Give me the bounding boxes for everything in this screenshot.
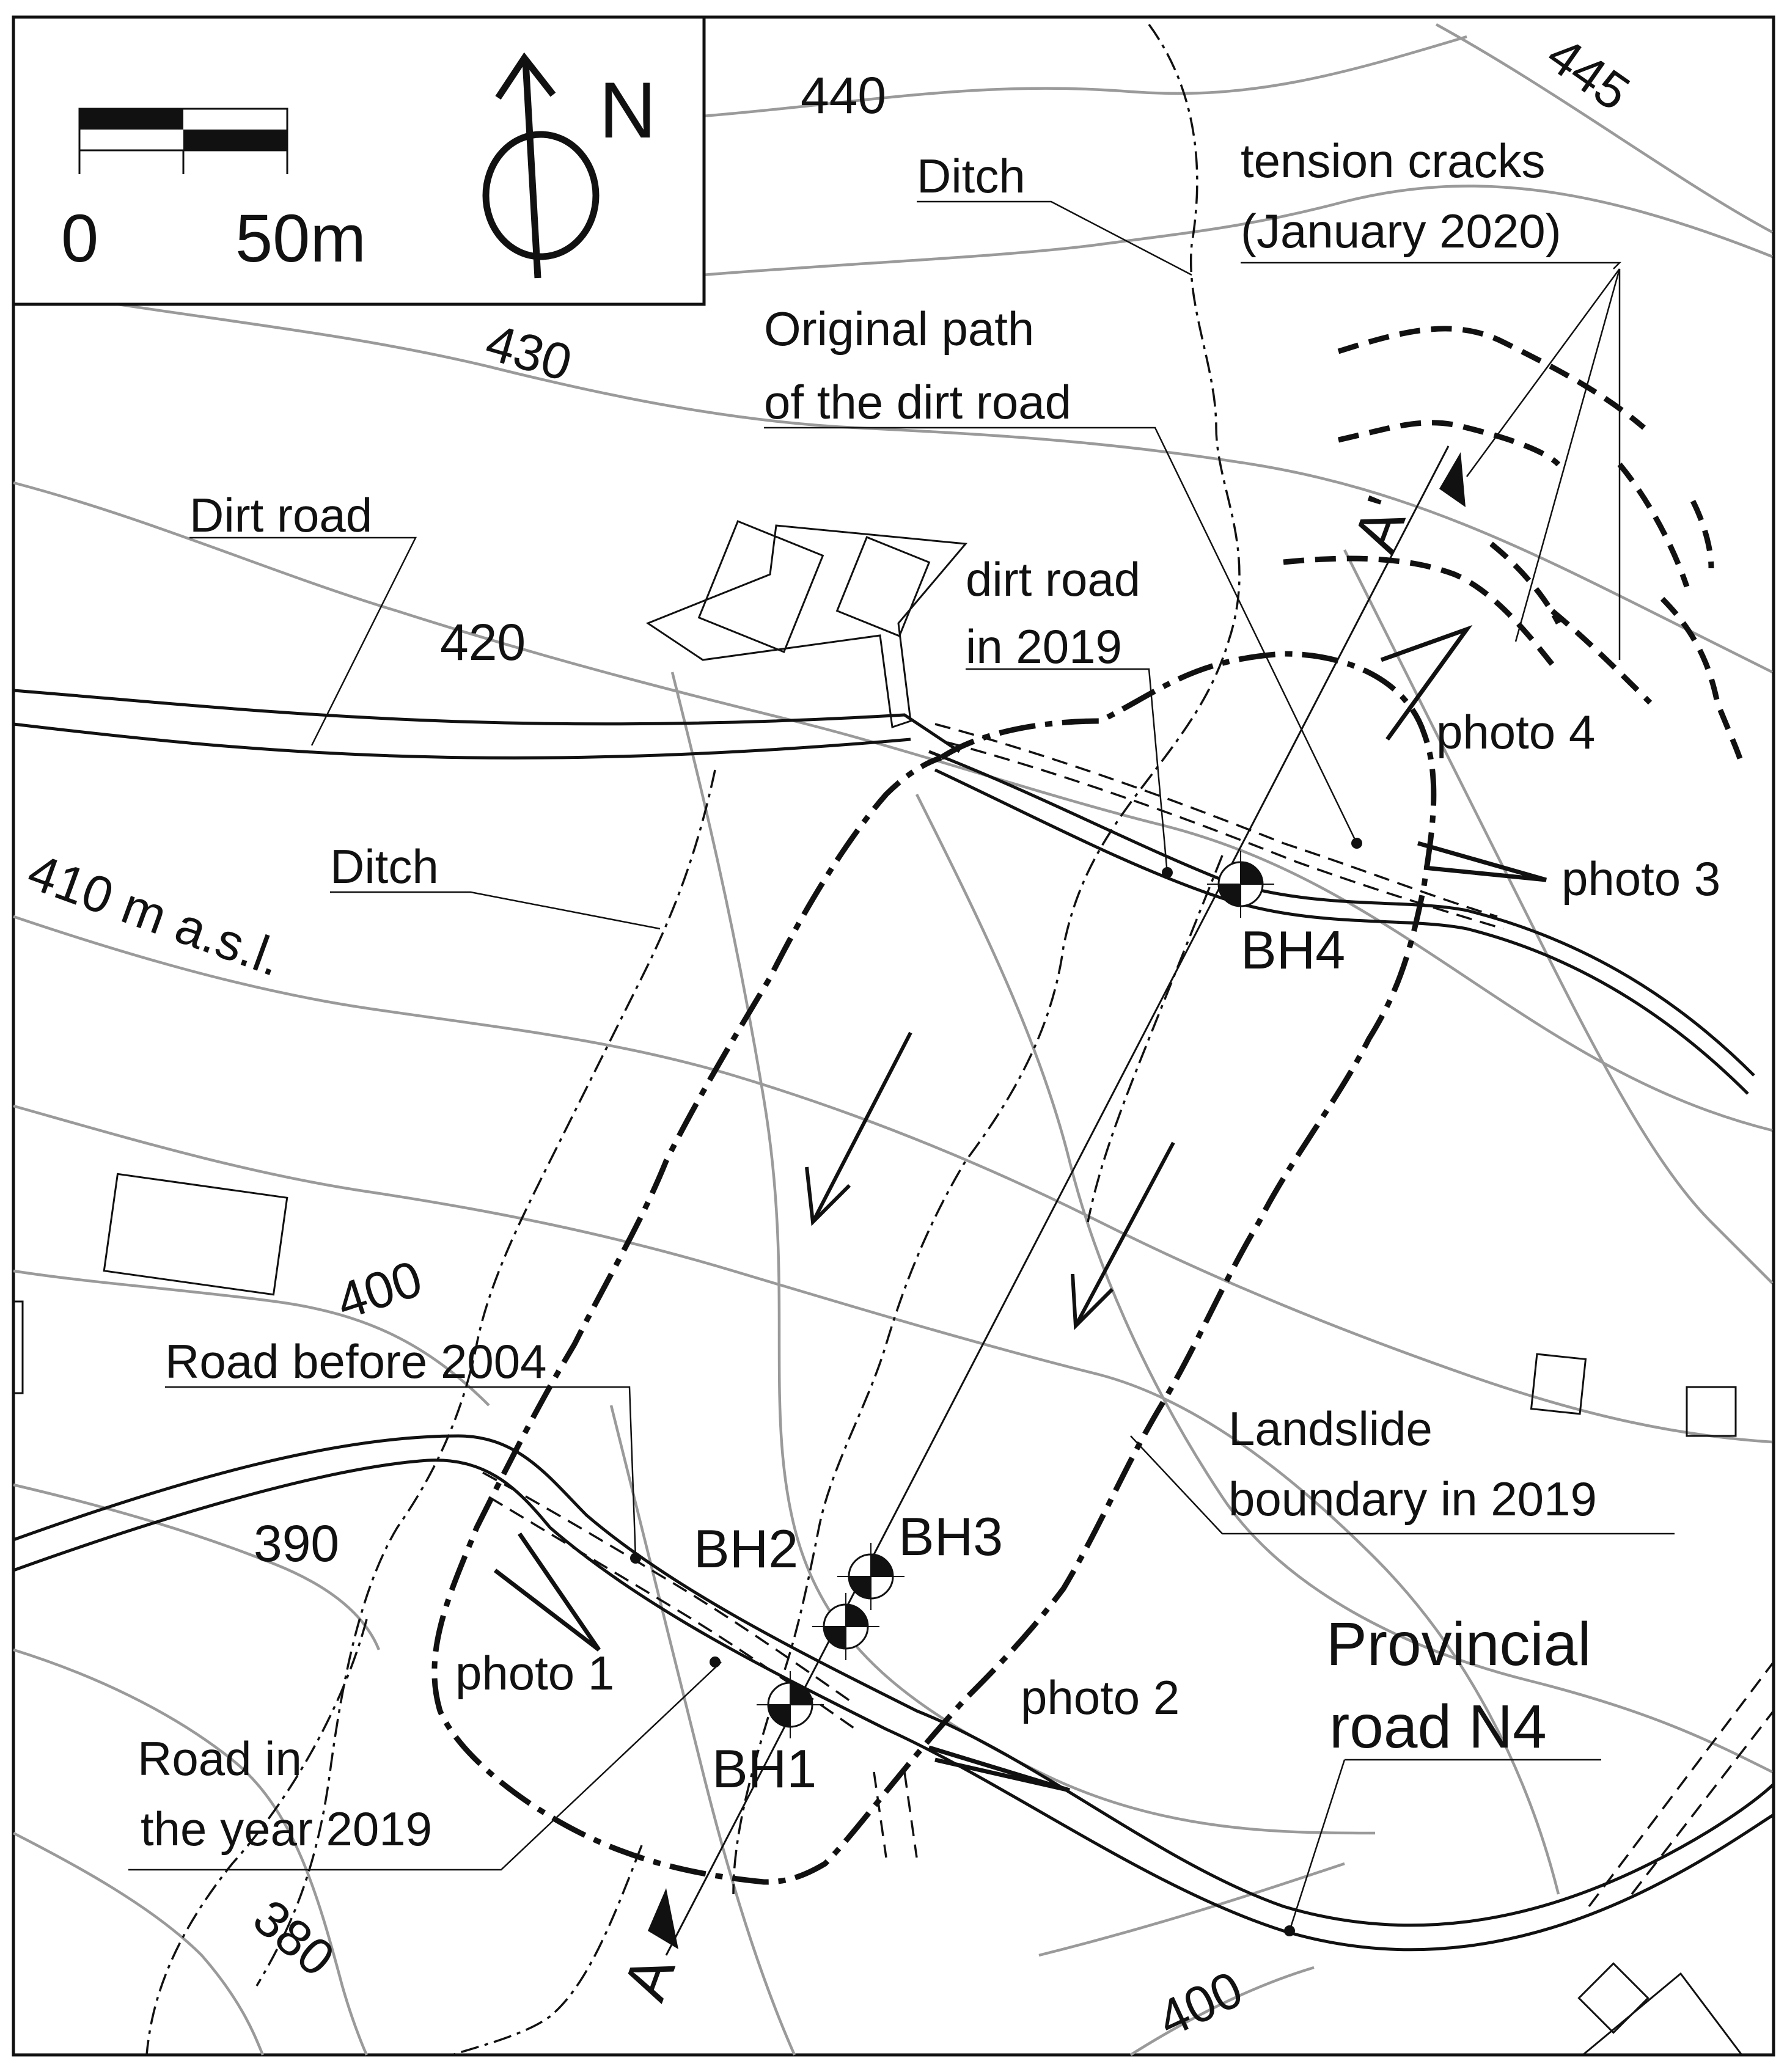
section-arrow-north	[1439, 452, 1466, 507]
provincial-road-n4	[13, 1434, 1775, 1927]
contour-label-420: 420	[440, 613, 526, 671]
scale-zero-label: 0	[61, 201, 98, 276]
section-label-a: A	[610, 1947, 688, 2008]
ditch-label-west: Ditch	[330, 840, 439, 893]
movement-arrows	[805, 1031, 1175, 1330]
provincial-road-label-2: road N4	[1329, 1693, 1547, 1761]
borehole-label-bh1: BH1	[712, 1738, 816, 1799]
contour-label-440: 440	[801, 67, 886, 124]
roads	[13, 689, 1775, 1952]
section-arrow-south	[648, 1888, 678, 1949]
contour-label-430: 430	[480, 313, 578, 392]
road-2019-label-1: Road in	[138, 1732, 302, 1785]
dirt-road-2019-label-1: dirt road	[966, 552, 1140, 606]
borehole-label-bh2: BH2	[694, 1518, 798, 1579]
road-2019-label-2: the year 2019	[141, 1802, 432, 1856]
buildings	[12, 520, 1743, 2056]
photo-4-label: photo 4	[1436, 705, 1595, 759]
contour-label-380: 380	[243, 1888, 345, 1987]
tension-cracks-label-1: tension cracks	[1241, 134, 1546, 188]
photo-3-label: photo 3	[1561, 852, 1720, 906]
dirt-road-label: Dirt road	[189, 488, 372, 542]
contour-label-400-west: 400	[329, 1250, 428, 1331]
contour-label-410: 410 m a.s.l.	[21, 843, 290, 987]
photo-1-label: photo 1	[455, 1646, 614, 1700]
contour-label-445: 445	[1537, 26, 1640, 122]
tension-cracks	[1283, 326, 1745, 765]
photo-viewpoints	[493, 624, 1547, 1793]
original-path-label-2: of the dirt road	[764, 375, 1071, 429]
photo-2-label: photo 2	[1021, 1671, 1180, 1724]
scale-end-label: 50m	[235, 201, 366, 276]
dirt-road-2019-label-2: in 2019	[966, 620, 1122, 673]
scale-bar	[78, 108, 288, 174]
landslide-boundary-label-1: Landslide	[1228, 1402, 1433, 1455]
tension-cracks-label-2: (January 2020)	[1241, 204, 1561, 258]
legend-box: 0 50m N	[12, 15, 706, 306]
landslide-boundary-2019	[431, 651, 1437, 1885]
road-before-2004-label: Road before 2004	[165, 1334, 547, 1388]
contour-label-390: 390	[254, 1515, 339, 1572]
leader-lines	[128, 200, 1675, 1931]
borehole-label-bh3: BH3	[898, 1506, 1003, 1567]
boreholes	[757, 851, 1274, 1738]
landslide-boundary-label-2: boundary in 2019	[1228, 1472, 1597, 1526]
north-arrow-icon	[482, 52, 600, 279]
dirt-road	[13, 689, 961, 753]
section-label-a-prime: A'	[1340, 488, 1423, 561]
leader-dots	[630, 838, 1362, 1936]
provincial-road-label-1: Provincial	[1326, 1610, 1591, 1678]
north-label: N	[599, 65, 656, 155]
map-frame	[12, 15, 1775, 2057]
ditch-label-north: Ditch	[917, 149, 1026, 203]
borehole-label-bh4: BH4	[1241, 920, 1345, 980]
original-path-label-1: Original path	[764, 302, 1034, 356]
ditches	[145, 23, 1241, 2056]
